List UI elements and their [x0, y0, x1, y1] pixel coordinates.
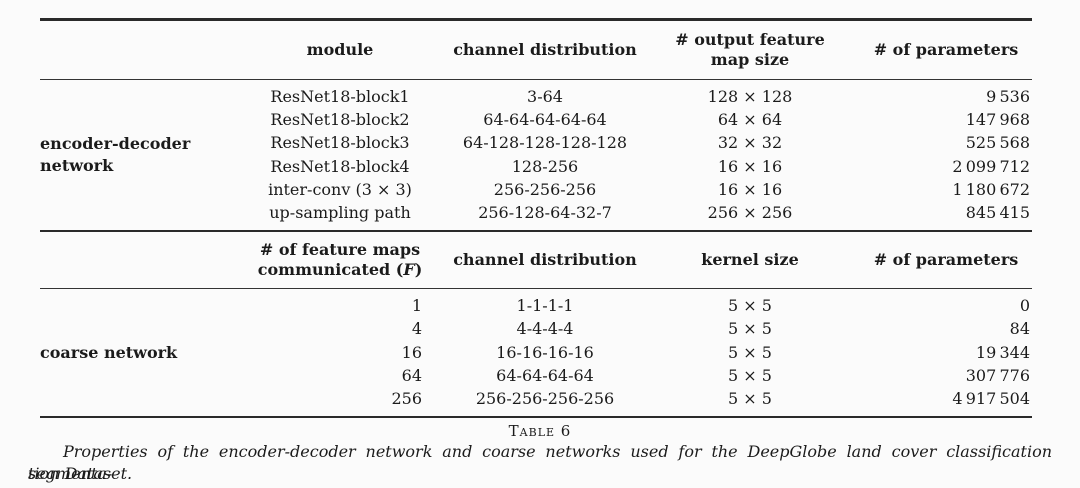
- fmaps-header-line2: communicated (F): [257, 259, 423, 279]
- cell-map-size: 16 × 16: [717, 156, 783, 176]
- col-header-kernel-size: kernel size: [701, 249, 799, 269]
- cell-kernel-size: 5 × 5: [728, 342, 772, 362]
- cell-module: ResNet18-block4: [270, 156, 410, 176]
- table-row: ResNet18-block2 64-64-64-64-64 64 × 64 1…: [40, 108, 1032, 131]
- table-row: ResNet18-block1 3-64 128 × 128 9 536: [40, 85, 1032, 108]
- map-size-header-line1: # output feature: [675, 29, 825, 49]
- cell-map-size: 32 × 32: [717, 133, 783, 153]
- cell-channels: 256-256-256-256: [475, 389, 615, 409]
- cell-map-size: 256 × 256: [707, 203, 793, 223]
- cell-parameters: 9 536: [986, 86, 1030, 106]
- cell-module: up-sampling path: [269, 203, 411, 223]
- table-caption-label: Table 6: [508, 422, 572, 440]
- cell-module: ResNet18-block2: [270, 109, 410, 129]
- cell-parameters: 0: [1019, 295, 1030, 315]
- cell-channels: 1-1-1-1: [516, 295, 574, 315]
- table-6: module channel distribution # output fea…: [40, 18, 1032, 419]
- header-row-1: module channel distribution # output fea…: [40, 21, 1032, 79]
- col-header-channel-distribution: channel distribution: [453, 249, 637, 269]
- cell-parameters: 1 180 672: [952, 179, 1030, 199]
- table-caption-line2: tion Dataset.: [28, 464, 133, 483]
- table-row: up-sampling path 256-128-64-32-7 256 × 2…: [40, 201, 1032, 224]
- cell-channels: 16-16-16-16: [496, 342, 594, 362]
- cell-channels: 64-64-64-64-64: [483, 109, 607, 129]
- cell-channels: 128-256: [511, 156, 579, 176]
- table-row: 1 1-1-1-1 5 × 5 0: [40, 294, 1032, 317]
- table-row: 16 16-16-16-16 5 × 5 19 344: [40, 341, 1032, 364]
- header-rule-2: [40, 287, 1032, 290]
- table-row: ResNet18-block4 128-256 16 × 16 2 099 71…: [40, 155, 1032, 178]
- cell-parameters: 4 917 504: [952, 389, 1030, 409]
- cell-channels: 3-64: [527, 86, 563, 106]
- cell-map-size: 128 × 128: [707, 86, 793, 106]
- table-caption-line1: Properties of the encoder-decoder networ…: [28, 442, 1052, 483]
- section-divider-rule: [40, 229, 1032, 232]
- header-rule-1: [40, 78, 1032, 80]
- cell-feature-maps: 4: [411, 319, 422, 339]
- f-symbol: F: [403, 259, 415, 279]
- col-header-feature-maps-communicated: # of feature maps communicated (F): [230, 240, 450, 280]
- cell-kernel-size: 5 × 5: [728, 295, 772, 315]
- cell-parameters: 845 415: [965, 203, 1030, 223]
- cell-kernel-size: 5 × 5: [728, 365, 772, 385]
- cell-channels: 256-256-256: [493, 179, 597, 199]
- section-encoder-decoder: encoder-decoder network ResNet18-block1 …: [40, 80, 1032, 230]
- col-header-output-feature-map-size: # output feature map size: [640, 30, 860, 70]
- cell-feature-maps: 64: [401, 365, 422, 385]
- row-group-label-coarse-network: coarse network: [40, 342, 178, 362]
- col-header-parameters: # of parameters: [873, 39, 1019, 59]
- cell-module: ResNet18-block3: [270, 133, 410, 153]
- cell-parameters: 2 099 712: [952, 156, 1030, 176]
- cell-parameters: 525 568: [965, 133, 1030, 153]
- cell-channels: 4-4-4-4: [516, 319, 574, 339]
- cell-channels: 256-128-64-32-7: [478, 203, 612, 223]
- col-header-parameters: # of parameters: [873, 249, 1019, 269]
- cell-module: ResNet18-block1: [270, 86, 410, 106]
- cell-feature-maps: 256: [391, 389, 422, 409]
- table-row: 4 4-4-4-4 5 × 5 84: [40, 318, 1032, 341]
- cell-parameters: 19 344: [975, 342, 1030, 362]
- cell-parameters: 307 776: [965, 365, 1030, 385]
- cell-kernel-size: 5 × 5: [728, 389, 772, 409]
- fmaps-header-line1: # of feature maps: [259, 239, 421, 259]
- table-row: 64 64-64-64-64 5 × 5 307 776: [40, 364, 1032, 387]
- cell-map-size: 16 × 16: [717, 179, 783, 199]
- cell-map-size: 64 × 64: [717, 109, 783, 129]
- cell-parameters: 147 968: [965, 109, 1030, 129]
- cell-parameters: 84: [1009, 319, 1030, 339]
- cell-channels: 64-64-64-64: [496, 365, 594, 385]
- table-row: ResNet18-block3 64-128-128-128-128 32 × …: [40, 132, 1032, 155]
- cell-channels: 64-128-128-128-128: [462, 133, 628, 153]
- cell-feature-maps: 16: [401, 342, 422, 362]
- cell-feature-maps: 1: [411, 295, 422, 315]
- table-top-rule: [40, 18, 1032, 21]
- cell-kernel-size: 5 × 5: [728, 319, 772, 339]
- col-header-module: module: [306, 39, 374, 59]
- table-row: 256 256-256-256-256 5 × 5 4 917 504: [40, 387, 1032, 410]
- section-coarse-network: coarse network 1 1-1-1-1 5 × 5 0 4 4-4-4…: [40, 289, 1032, 415]
- table-row: inter-conv (3 × 3) 256-256-256 16 × 16 1…: [40, 178, 1032, 201]
- header-row-2: # of feature maps communicated (F) chann…: [40, 232, 1032, 288]
- map-size-header-line2: map size: [710, 49, 790, 69]
- cell-module: inter-conv (3 × 3): [268, 179, 412, 199]
- col-header-channel-distribution: channel distribution: [453, 39, 637, 59]
- row-group-label-encoder-decoder: encoder-decoder network: [40, 134, 191, 175]
- table-bottom-rule: [40, 415, 1032, 419]
